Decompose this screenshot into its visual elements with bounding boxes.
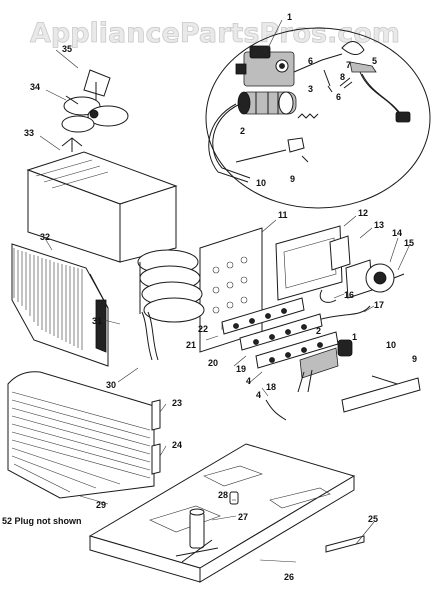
callout-33: 33 <box>24 128 34 138</box>
callout-labels: 1 2 3 4 5 6 6 7 8 9 10 11 12 13 14 15 16… <box>24 12 417 582</box>
callout-11: 11 <box>278 210 288 220</box>
wrap-coil <box>7 371 155 499</box>
callout-23: 23 <box>172 398 182 408</box>
callout-35: 35 <box>62 44 72 54</box>
callout-17: 17 <box>374 300 384 310</box>
drain-post <box>175 491 239 563</box>
callout-2: 2 <box>240 126 245 136</box>
igniter-assembly <box>341 41 411 123</box>
service-panel-strip <box>325 535 365 553</box>
blower-motor <box>61 69 129 133</box>
callout-15: 15 <box>404 238 414 248</box>
lower-bracket <box>341 377 421 413</box>
callout-10: 10 <box>256 178 266 188</box>
pressure-hose <box>317 305 371 321</box>
burner-strips <box>221 297 339 369</box>
pilot-screw <box>323 69 333 93</box>
callout-18: 18 <box>266 382 276 392</box>
callout-8: 8 <box>340 72 345 82</box>
callout-13: 13 <box>374 220 384 230</box>
leader-lines <box>39 19 411 563</box>
callout-34: 34 <box>30 82 40 92</box>
callout-12: 12 <box>358 208 368 218</box>
callout-14: 14 <box>392 228 402 238</box>
flame-sensor <box>265 399 287 421</box>
gas-pipe <box>212 103 251 179</box>
callout-29: 29 <box>96 500 106 510</box>
callout-6b: 6 <box>336 92 341 102</box>
pilot-tube <box>235 149 287 163</box>
callout-9: 9 <box>290 174 295 184</box>
callout-26: 26 <box>284 572 294 582</box>
callout-20: 20 <box>208 358 218 368</box>
callout-1: 1 <box>287 12 292 22</box>
callout-2-lower: 2 <box>316 326 321 336</box>
burner-manifold <box>237 91 297 115</box>
callout-28: 28 <box>218 490 228 500</box>
watermark-text: AppliancePartsPros.com <box>30 18 400 49</box>
plug-not-shown-note: 52 Plug not shown <box>2 516 82 526</box>
inducer-motor <box>345 259 405 299</box>
mounting-bracket <box>287 137 305 153</box>
callout-21: 21 <box>186 340 196 350</box>
pressure-switch <box>319 289 337 303</box>
callout-6: 6 <box>308 56 313 66</box>
callout-22: 22 <box>198 324 208 334</box>
orifice-spring <box>297 113 319 119</box>
callout-1-lower: 1 <box>352 332 357 342</box>
coil-bracket-lower <box>151 443 161 475</box>
base-pan <box>88 443 356 583</box>
gas-valve-inset <box>205 27 431 209</box>
callout-4-lower: 4 <box>256 390 261 400</box>
callout-16: 16 <box>344 290 354 300</box>
cabinet-top <box>26 137 178 263</box>
callout-5: 5 <box>372 56 377 66</box>
callout-19: 19 <box>236 364 246 374</box>
callout-10-lower: 10 <box>386 340 396 350</box>
callout-27: 27 <box>238 512 248 522</box>
coil-bracket-upper <box>151 399 161 431</box>
callout-31: 31 <box>92 316 102 326</box>
inducer-panel <box>275 225 351 301</box>
pilot-bracket <box>339 77 353 89</box>
callout-3: 3 <box>308 84 313 94</box>
callout-4: 4 <box>246 376 251 386</box>
callout-24: 24 <box>172 440 182 450</box>
callout-30: 30 <box>106 380 116 390</box>
heat-exchanger <box>137 227 263 353</box>
callout-7: 7 <box>346 60 351 70</box>
refrigerant-line <box>141 311 153 361</box>
callout-32: 32 <box>40 232 50 242</box>
lower-valve-assembly <box>297 339 353 393</box>
gas-valve <box>235 45 343 87</box>
condenser-coil <box>11 243 109 367</box>
callout-9-lower: 9 <box>412 354 417 364</box>
callout-25: 25 <box>368 514 378 524</box>
